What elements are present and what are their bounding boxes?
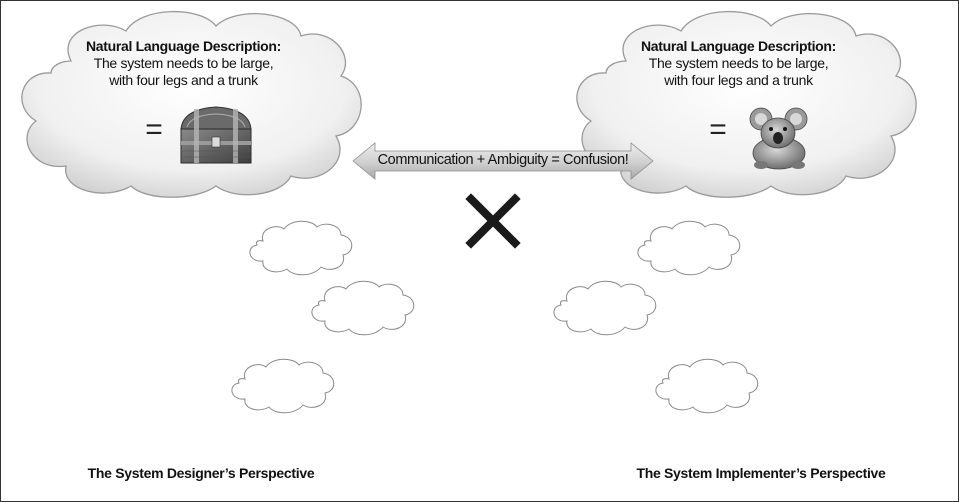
small-cloud-right-1 bbox=[637, 220, 741, 276]
left-thought-cloud bbox=[21, 10, 362, 198]
left-equals-sign: = bbox=[145, 113, 163, 146]
left-cloud-title: Natural Language Description: bbox=[85, 38, 282, 54]
designer-perspective-caption: The System Designer’s Perspective bbox=[87, 465, 315, 481]
right-equals-sign: = bbox=[709, 113, 727, 146]
small-cloud-right-3 bbox=[655, 358, 759, 414]
double-arrow bbox=[352, 142, 654, 180]
koala-icon bbox=[749, 107, 808, 170]
implementer-perspective-caption: The System Implementer’s Perspective bbox=[636, 465, 886, 481]
right-thought-cloud bbox=[576, 10, 917, 198]
x-mark-icon bbox=[465, 193, 521, 249]
small-cloud-left-2 bbox=[311, 280, 415, 336]
right-cloud-title: Natural Language Description: bbox=[640, 38, 837, 54]
small-cloud-left-1 bbox=[249, 220, 353, 276]
right-cloud-line-2: with four legs and a trunk bbox=[664, 72, 813, 88]
arrow-label: Communication + Ambiguity = Confusion! bbox=[377, 152, 629, 168]
right-cloud-line-1: The system needs to be large, bbox=[648, 55, 829, 71]
left-cloud-line-2: with four legs and a trunk bbox=[109, 72, 258, 88]
small-cloud-left-3 bbox=[231, 358, 335, 414]
treasure-chest-icon bbox=[180, 106, 252, 164]
left-cloud-line-1: The system needs to be large, bbox=[93, 55, 274, 71]
small-cloud-right-2 bbox=[553, 280, 657, 336]
